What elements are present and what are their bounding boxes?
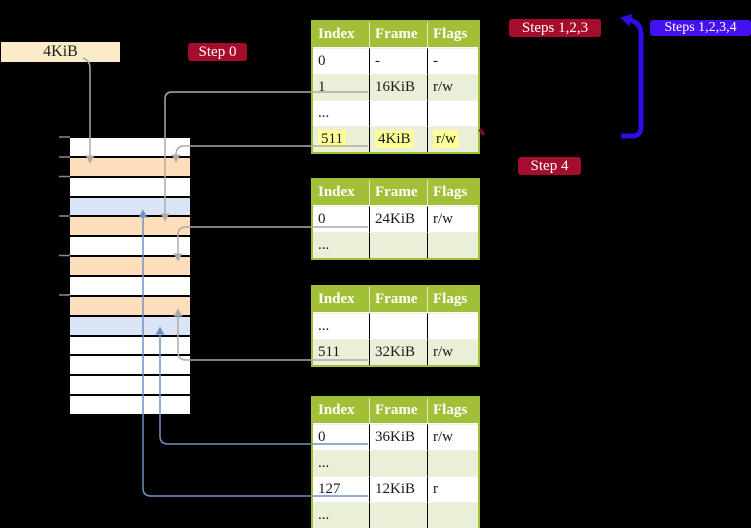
memory-frame-11-white xyxy=(70,356,190,377)
page-table-level3-row1-cell1 xyxy=(369,232,427,258)
column-header-frame: Frame xyxy=(369,287,427,312)
memory-frame-10-white xyxy=(70,336,190,357)
memory-frame-3-blue xyxy=(70,197,190,218)
column-header-index: Index xyxy=(313,180,369,205)
memory-frame-8-peach xyxy=(70,296,190,317)
steps-1234-badge: Steps 1,2,3,4 xyxy=(650,20,751,36)
page-table-level1-row1-cell2 xyxy=(427,450,478,476)
column-header-index: Index xyxy=(313,398,369,423)
column-header-frame: Frame xyxy=(369,398,427,423)
page-table-level1-row2-cell2: r xyxy=(427,476,478,502)
page-table-level4-row3-cell0: 511 xyxy=(313,126,369,152)
memory-frame-13-white xyxy=(70,396,190,415)
page-table-level4-row0-cell2: - xyxy=(427,48,478,74)
page-table-level1-row2-cell0: 127 xyxy=(313,476,369,502)
highlighted-value: r/w xyxy=(433,130,459,148)
highlighted-value: 511 xyxy=(318,130,346,148)
memory-frame-5-white xyxy=(70,237,190,258)
highlighted-value: 4KiB xyxy=(375,130,414,148)
column-header-frame: Frame xyxy=(369,22,427,47)
page-table-level1-row1-cell0: ... xyxy=(313,450,369,476)
frame-address-label: 4KiB xyxy=(1,42,120,62)
page-table-level2-row1-cell1: 32KiB xyxy=(369,339,427,365)
page-table-level1-row3-cell0: ... xyxy=(313,502,369,528)
page-table-level4-row1-cell2: r/w xyxy=(427,74,478,100)
page-table-level2-row0-cell0: ... xyxy=(313,313,369,339)
page-table-level4-row3-cell2: r/w xyxy=(427,126,478,152)
page-table-level4-row2-cell1 xyxy=(369,100,427,126)
column-header-frame: Frame xyxy=(369,180,427,205)
column-header-flags: Flags xyxy=(427,22,478,47)
page-table-level4-row0-cell0: 0 xyxy=(313,48,369,74)
page-table-level3-row1-cell0: ... xyxy=(313,232,369,258)
steps-123-badge: Steps 1,2,3 xyxy=(509,19,601,37)
page-table-level1-row0-cell2: r/w xyxy=(427,424,478,450)
memory-frame-4-peach xyxy=(70,217,190,238)
page-table-level1-row1-cell1 xyxy=(369,450,427,476)
memory-frame-9-blue xyxy=(70,316,190,337)
column-header-index: Index xyxy=(313,287,369,312)
column-header-flags: Flags xyxy=(427,180,478,205)
step-4-badge: Step 4 xyxy=(518,157,581,175)
memory-frame-0-white xyxy=(70,138,190,158)
page-table-level1-row3-cell1 xyxy=(369,502,427,528)
page-table-level1-row3-cell2 xyxy=(427,502,478,528)
page-table-level4-row0-cell1: - xyxy=(369,48,427,74)
page-table-level1-row2-cell1: 12KiB xyxy=(369,476,427,502)
memory-frame-7-white xyxy=(70,277,190,297)
page-table-level2-row1-cell2: r/w xyxy=(427,339,478,365)
page-table-level1-row0-cell1: 36KiB xyxy=(369,424,427,450)
page-table-level3-row0-cell2: r/w xyxy=(427,206,478,232)
column-header-flags: Flags xyxy=(427,398,478,423)
column-header-index: Index xyxy=(313,22,369,47)
page-table-level4-row1-cell1: 16KiB xyxy=(369,74,427,100)
page-table-level4-row2-cell0: ... xyxy=(313,100,369,126)
physical-memory-column xyxy=(70,138,190,415)
memory-frame-6-peach xyxy=(70,257,190,278)
page-table-level4-row3-cell1: 4KiB xyxy=(369,126,427,152)
page-table-level3-row1-cell2 xyxy=(427,232,478,258)
memory-address-ticks xyxy=(59,136,70,296)
memory-frame-1-peach xyxy=(70,157,190,178)
memory-frame-2-white xyxy=(70,177,190,198)
page-table-level4-row1-cell0: 1 xyxy=(313,74,369,100)
page-table-level3-row0-cell0: 0 xyxy=(313,206,369,232)
page-table-level4-row2-cell2 xyxy=(427,100,478,126)
page-table-level1-row0-cell0: 0 xyxy=(313,424,369,450)
step-0-badge: Step 0 xyxy=(188,43,247,61)
page-table-level3-row0-cell1: 24KiB xyxy=(369,206,427,232)
page-table-level2-row0-cell2 xyxy=(427,313,478,339)
recursive-loop-arrow xyxy=(620,13,644,139)
page-table-level2-row0-cell1 xyxy=(369,313,427,339)
memory-frame-12-white xyxy=(70,376,190,397)
page-table-level2-row1-cell0: 511 xyxy=(313,339,369,365)
column-header-flags: Flags xyxy=(427,287,478,312)
